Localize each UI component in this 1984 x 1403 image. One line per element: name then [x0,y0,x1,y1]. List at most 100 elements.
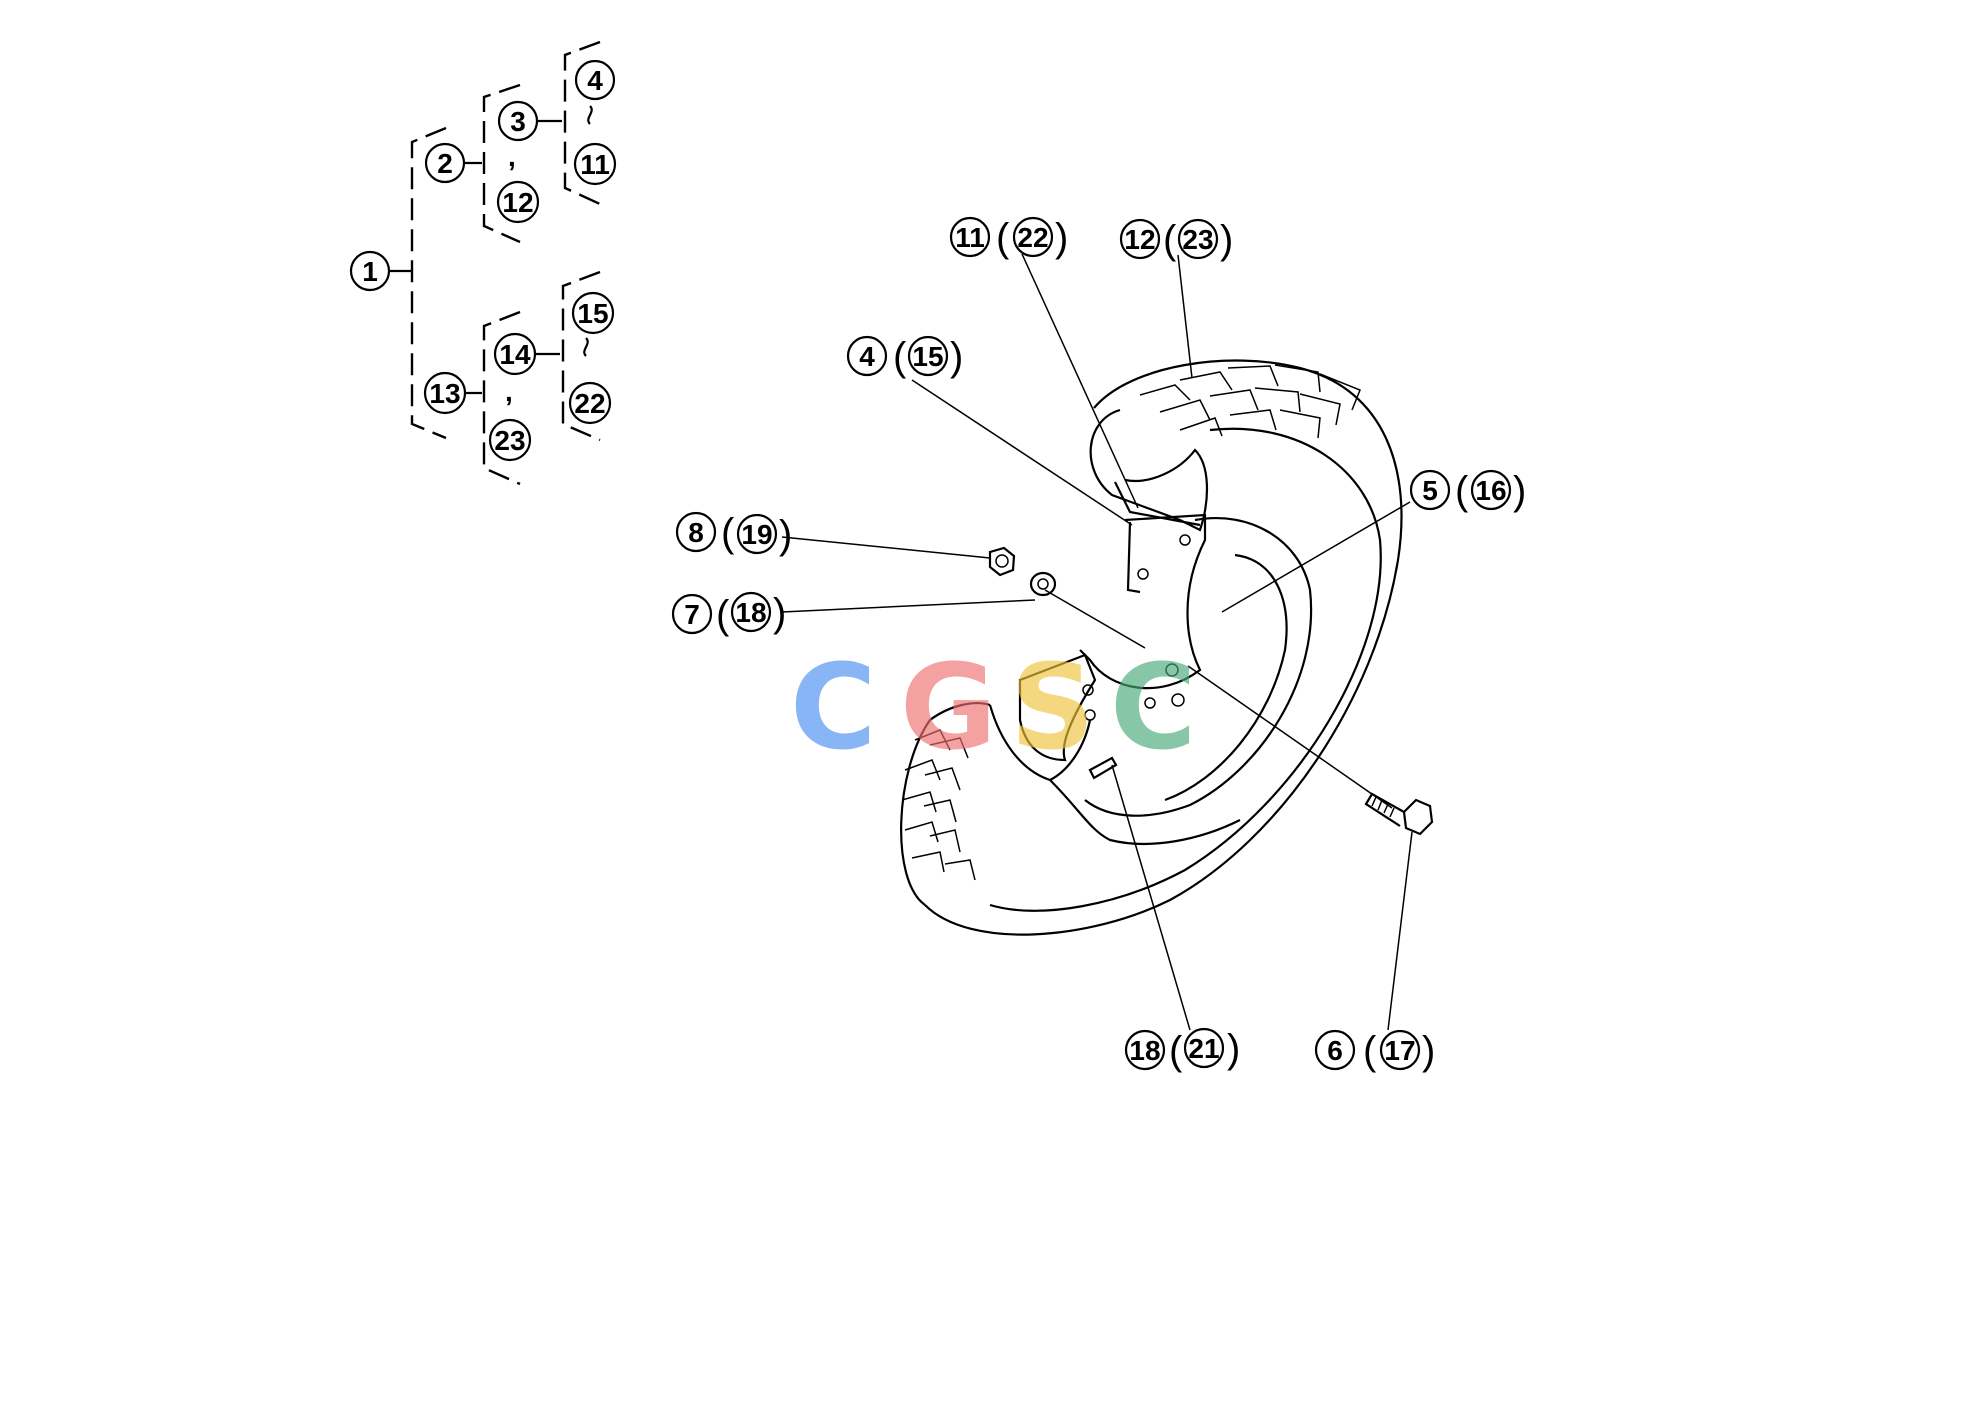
leader-18-21 [1111,764,1191,1031]
svg-text:): ) [1227,1027,1240,1071]
bolt [1364,792,1434,836]
valve-stem [1088,756,1118,780]
tree-bracket-b-range [561,270,601,442]
tree-node-12-label: 12 [502,187,533,218]
tree-bracket-root [410,126,447,440]
parts-hierarchy-tree: 1 2 3 , 12 4 11 [349,40,617,486]
tree-node-13: 13 [423,371,467,415]
watermark-letter-s: S [1010,638,1095,776]
callout-number: 12 [1124,224,1155,255]
svg-text:(: ( [1163,218,1177,262]
tree-node-22-label: 22 [574,388,605,419]
leader-6-17 [1387,831,1413,1031]
svg-text:(: ( [721,511,735,555]
tree-node-14-label: 14 [499,339,531,370]
svg-text:(: ( [1169,1029,1183,1073]
leader-11-22 [1021,253,1139,509]
tire-outer-edge [924,359,1403,936]
svg-text:(: ( [716,593,730,637]
bolt-hole [1165,663,1179,677]
tree-node-4-label: 4 [587,65,603,96]
leader-7-18 [781,599,1036,613]
callout-alt-number: 23 [1182,224,1213,255]
callout-11-22: 11 ( 22 ) [949,216,1068,260]
tree-node-13-label: 13 [429,378,460,409]
tree-node-22: 22 [568,381,612,425]
svg-text:): ) [779,513,792,557]
callout-4-15: 4 ( 15 ) [846,335,963,379]
tree-separator: , [505,376,513,407]
rim-lower-edge [1049,779,1241,846]
tree-bracket-a-range [563,40,601,206]
callout-alt-number: 17 [1384,1035,1415,1066]
bolt-hole [1171,693,1185,707]
tree-node-23: 23 [488,418,532,462]
svg-text:(: ( [893,335,907,379]
bolt-hole [1084,709,1096,721]
tree-range-tilde [583,337,589,357]
callout-alt-number: 16 [1475,475,1506,506]
tree-node-11: 11 [573,142,617,186]
callout-7-18: 7 ( 18 ) [671,591,786,637]
tree-node-11-label: 11 [580,149,610,180]
tree-node-23-label: 23 [494,425,525,456]
svg-text:(: ( [996,216,1010,260]
tree-node-3-label: 3 [510,106,526,137]
callout-alt-number: 19 [741,519,772,550]
leader-lines [781,253,1413,1031]
washer [1029,571,1057,597]
tree-node-12: 12 [496,180,540,224]
callout-5-16: 5 ( 16 ) [1409,469,1526,513]
leader-8-19 [781,536,991,559]
callout-number: 7 [684,599,700,630]
callout-number: 18 [1129,1035,1160,1066]
tire-lower-cutaway [988,704,1092,782]
tire-lower-outer [900,702,991,906]
tree-node-2: 2 [424,142,466,184]
svg-text:): ) [1422,1029,1435,1073]
tree-node-1: 1 [349,250,391,292]
tire-tread-lower [901,729,976,881]
rim-inner [1164,553,1288,802]
svg-text:): ) [773,591,786,635]
callout-alt-number: 18 [735,597,766,628]
watermark-logo: C G S C [790,638,1197,776]
callout-8-19: 8 ( 19 ) [675,511,792,557]
svg-text:): ) [1220,218,1233,262]
callout-alt-number: 22 [1017,222,1048,253]
tree-node-3: 3 [497,100,539,142]
bolt-hole [1137,568,1149,580]
bolt-hole [1144,697,1156,709]
tire-inner-edge [989,427,1382,912]
leader-5-16 [1221,501,1411,613]
hub-plate-upper [1079,513,1207,690]
watermark-letter-c1: C [790,638,877,776]
tree-node-15: 15 [571,291,615,335]
callout-number: 8 [688,517,704,548]
svg-text:): ) [1513,469,1526,513]
tree-node-1-label: 1 [362,256,378,287]
leader-washer-hub [1044,589,1146,649]
watermark-letter-c2: C [1110,638,1197,776]
tree-range-tilde [587,105,593,125]
tree-node-15-label: 15 [577,298,608,329]
callout-number: 11 [955,222,985,253]
tree-node-4: 4 [574,59,616,101]
callout-alt-number: 15 [912,341,943,372]
callout-6-17: 6 ( 17 ) [1314,1029,1435,1073]
rim-outer [1084,517,1313,817]
tree-node-14: 14 [493,332,537,376]
svg-text:(: ( [1455,469,1469,513]
callout-number: 5 [1422,475,1438,506]
tire-cutaway-upper-section [1114,481,1201,527]
callout-number: 6 [1327,1035,1343,1066]
callout-alt-number: 21 [1188,1033,1219,1064]
tree-bracket-a [482,83,521,244]
svg-text:): ) [950,335,963,379]
bolt-hole [1082,684,1094,696]
watermark-letter-g: G [900,638,997,776]
svg-text:): ) [1055,216,1068,260]
wheel-exploded-view [900,359,1434,936]
bolt-hole [1179,534,1191,546]
tire-cutaway-upper [1089,408,1208,532]
